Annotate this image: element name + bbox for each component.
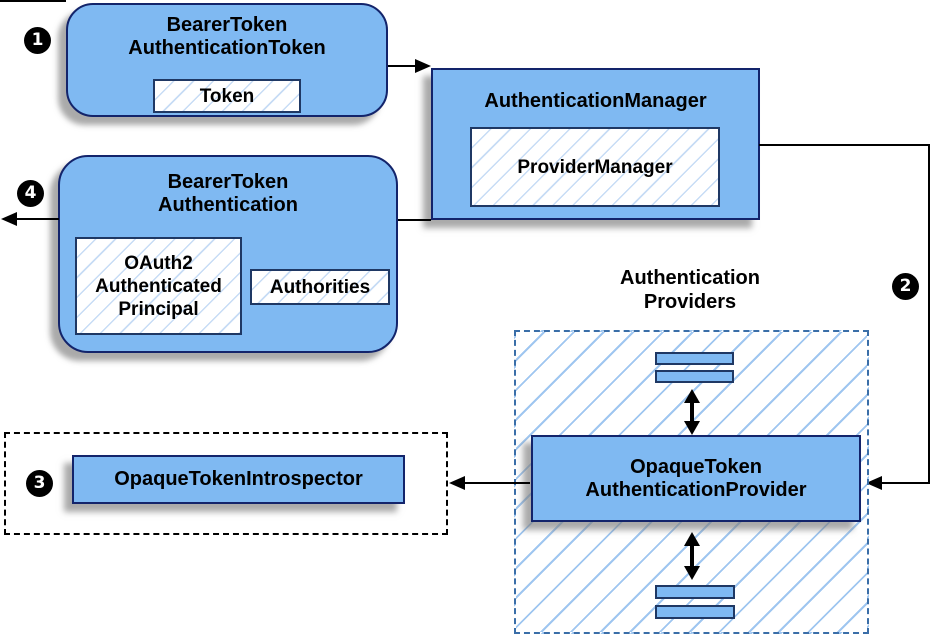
oauth2-authenticated-principal-chip: OAuth2 Authenticated Principal (75, 237, 242, 335)
double-arrow-bottom-icon (684, 532, 700, 580)
bearer-token-authentication-token-title-line1: BearerToken (166, 14, 288, 36)
step-3-arrowhead-icon (449, 476, 465, 490)
bearer-token-authentication-token-title-line2: AuthenticationToken (128, 37, 326, 59)
authentication-manager-box: AuthenticationManager ProviderManager (431, 68, 760, 220)
provider-stack-bottom-bar-1 (655, 585, 735, 599)
provider-manager-chip: ProviderManager (470, 127, 720, 207)
step-1-badge: 1 (24, 27, 51, 54)
step-1-number: 1 (31, 30, 44, 50)
bearer-token-authentication-title-line1: BearerToken (167, 171, 289, 193)
oauth2-authenticated-principal-line3: Principal (118, 298, 199, 320)
authorities-label: Authorities (269, 276, 371, 298)
provider-stack-bottom-bar-2 (655, 605, 735, 619)
step-4-badge: 4 (17, 180, 44, 207)
oauth2-authenticated-principal-line2: Authenticated (95, 275, 222, 297)
step-2-line-horizontal-top (759, 144, 930, 146)
step-2-line-horizontal-bottom (880, 482, 930, 484)
provider-stack-top-bar-1 (655, 352, 734, 365)
opaque-token-authentication-provider-title-line1: OpaqueToken (630, 455, 762, 478)
token-chip: Token (153, 79, 301, 113)
bearer-token-authentication-title-line2: Authentication (158, 194, 298, 216)
oauth2-authenticated-principal-line1: OAuth2 (124, 252, 193, 274)
token-to-manager-arrowhead-icon (415, 59, 431, 73)
authorities-chip: Authorities (250, 269, 390, 305)
step-4-number: 4 (24, 183, 37, 203)
authentication-providers-container: OpaqueToken AuthenticationProvider (514, 330, 869, 634)
token-to-manager-line (388, 65, 417, 67)
provider-stack-top-bar-2 (655, 370, 734, 383)
step-3-line (464, 482, 530, 484)
provider-manager-label: ProviderManager (517, 156, 673, 178)
opaque-token-authentication-provider-title-line2: AuthenticationProvider (585, 478, 807, 501)
authentication-manager-title: AuthenticationManager (484, 90, 707, 112)
step-4-line (14, 218, 59, 220)
bearer-token-authentication-token-box: BearerToken AuthenticationToken Token (66, 3, 388, 117)
manager-to-authentication-line (397, 219, 431, 221)
incoming-request-line (0, 0, 66, 2)
step-2-line-vertical (928, 144, 930, 484)
double-arrow-top-icon (684, 389, 700, 435)
step-2-badge: 2 (892, 273, 919, 300)
step-3-number: 3 (33, 473, 46, 493)
bearer-token-authentication-box: BearerToken Authentication OAuth2 Authen… (58, 155, 398, 353)
step-3-badge: 3 (26, 470, 53, 497)
token-chip-label: Token (199, 85, 255, 107)
authentication-providers-label: Authentication Providers (540, 266, 840, 314)
authentication-providers-label-line2: Providers (643, 291, 737, 313)
authentication-providers-label-line1: Authentication (620, 267, 760, 289)
step-4-arrowhead-icon (1, 212, 17, 226)
step-2-arrowhead-icon (866, 476, 882, 490)
opaque-token-introspector-box: OpaqueTokenIntrospector (72, 455, 405, 504)
step-2-number: 2 (899, 276, 912, 296)
opaque-token-introspector-title: OpaqueTokenIntrospector (114, 468, 363, 490)
opaque-token-authentication-provider-box: OpaqueToken AuthenticationProvider (531, 435, 861, 522)
